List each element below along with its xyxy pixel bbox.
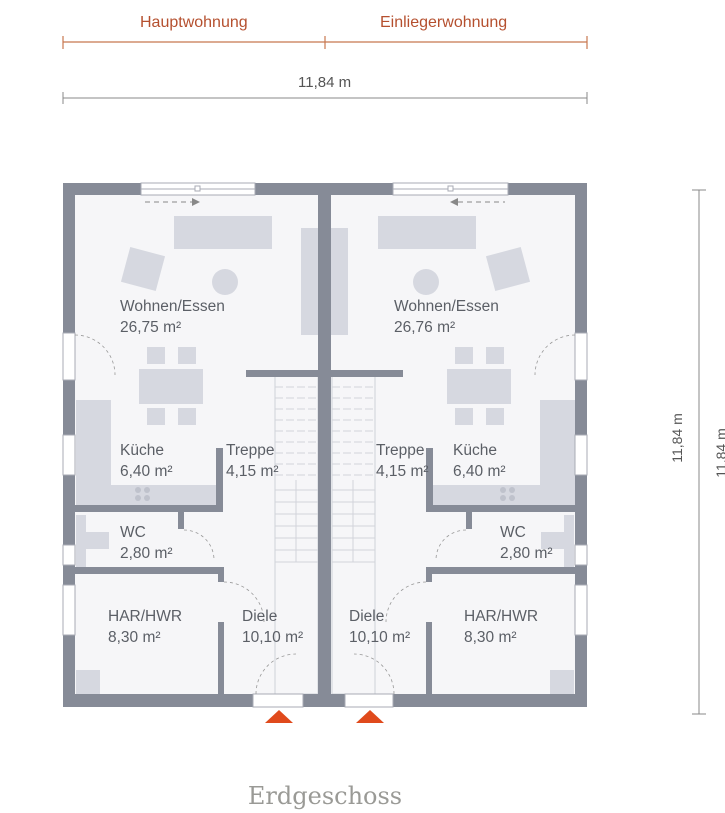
room-diele-left: Diele 10,10 m² bbox=[242, 606, 303, 648]
room-name: WC bbox=[500, 524, 526, 541]
room-name: Küche bbox=[453, 442, 497, 459]
room-name: WC bbox=[120, 524, 146, 541]
height-dimension-label-1: 11,84 m bbox=[668, 413, 685, 463]
room-har-hwr-right: HAR/HWR 8,30 m² bbox=[464, 606, 538, 648]
floor-title: Erdgeschoss bbox=[247, 782, 403, 810]
width-dimension-label: 11,84 m bbox=[298, 74, 352, 91]
room-area: 4,15 m² bbox=[226, 463, 279, 480]
room-area: 8,30 m² bbox=[464, 629, 517, 646]
room-area: 6,40 m² bbox=[120, 463, 173, 480]
room-area: 6,40 m² bbox=[453, 463, 506, 480]
room-name: HAR/HWR bbox=[108, 608, 183, 625]
height-dimension-line bbox=[692, 189, 706, 715]
room-treppe-left: Treppe 4,15 m² bbox=[226, 440, 279, 482]
room-wohnen-essen-right: Wohnen/Essen 26,76 m² bbox=[394, 296, 499, 338]
room-area: 2,80 m² bbox=[500, 545, 553, 562]
room-kueche-right: Küche 6,40 m² bbox=[453, 440, 506, 482]
room-name: Diele bbox=[349, 608, 385, 625]
entrance-marker-left bbox=[265, 710, 293, 723]
room-area: 26,76 m² bbox=[394, 319, 456, 336]
height-dimension-label-2: 11,84 m bbox=[712, 428, 725, 478]
room-area: 8,30 m² bbox=[108, 629, 161, 646]
room-diele-right: Diele 10,10 m² bbox=[349, 606, 410, 648]
width-dimension-line bbox=[62, 92, 588, 104]
room-name: HAR/HWR bbox=[464, 608, 539, 625]
room-area: 4,15 m² bbox=[376, 463, 429, 480]
walls bbox=[63, 183, 587, 707]
room-area: 10,10 m² bbox=[242, 629, 304, 646]
room-name: Wohnen/Essen bbox=[120, 298, 225, 315]
room-name: Treppe bbox=[376, 442, 425, 459]
room-wc-left: WC 2,80 m² bbox=[120, 522, 173, 564]
unit-label-hauptwohnung: Hauptwohnung bbox=[140, 14, 248, 31]
unit-label-einliegerwohnung: Einliegerwohnung bbox=[380, 14, 508, 31]
room-area: 10,10 m² bbox=[349, 629, 411, 646]
room-name: Wohnen/Essen bbox=[394, 298, 499, 315]
unit-dimension-line bbox=[62, 36, 588, 49]
room-wc-right: WC 2,80 m² bbox=[500, 522, 553, 564]
room-area: 2,80 m² bbox=[120, 545, 173, 562]
room-kueche-left: Küche 6,40 m² bbox=[120, 440, 173, 482]
room-treppe-right: Treppe 4,15 m² bbox=[376, 440, 429, 482]
furniture bbox=[76, 216, 575, 694]
room-name: Diele bbox=[242, 608, 278, 625]
room-har-hwr-left: HAR/HWR 8,30 m² bbox=[108, 606, 182, 648]
room-area: 26,75 m² bbox=[120, 319, 182, 336]
room-name: Küche bbox=[120, 442, 164, 459]
room-name: Treppe bbox=[226, 442, 275, 459]
entrance-marker-right bbox=[356, 710, 384, 723]
room-wohnen-essen-left: Wohnen/Essen 26,75 m² bbox=[120, 296, 225, 338]
